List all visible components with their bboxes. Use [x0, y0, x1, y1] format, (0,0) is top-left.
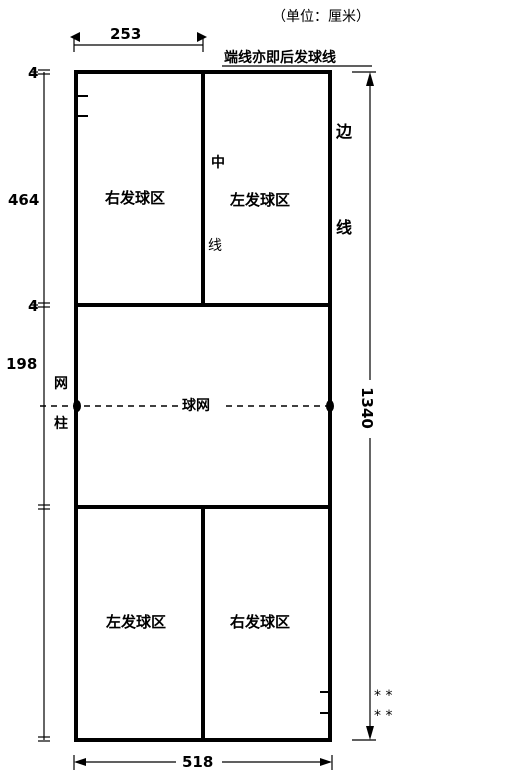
- net-post-left: [73, 400, 81, 412]
- dim-line-width-top: 4: [28, 64, 39, 82]
- net-post-label-1: 网: [54, 376, 68, 392]
- side-line-label-1: 边: [336, 122, 353, 141]
- marker-row-2: * *: [374, 708, 393, 724]
- center-line-label-1: 中: [211, 155, 225, 171]
- center-line-label-2: 线: [208, 238, 222, 254]
- zone-top-right: 左发球区: [230, 191, 291, 209]
- dim-half-width: 253: [110, 25, 142, 43]
- marker-row-1: * *: [374, 688, 393, 704]
- net-post-label-2: 柱: [54, 416, 68, 432]
- side-line-label-2: 线: [336, 218, 353, 237]
- dim-net-zone: 198: [6, 355, 38, 373]
- dim-service-depth: 464: [8, 191, 40, 209]
- net-post-right: [326, 400, 334, 412]
- zone-top-left: 右发球区: [105, 189, 166, 207]
- dim-total-length: 1340: [357, 387, 376, 429]
- end-line-label: 端线亦即后发球线: [224, 50, 336, 66]
- dim-line-width-mid: 4: [28, 297, 39, 315]
- zone-bottom-right: 右发球区: [230, 613, 291, 631]
- dim-total-width: 518: [182, 753, 214, 771]
- net-label: 球网: [182, 398, 210, 414]
- zone-bottom-left: 左发球区: [106, 613, 167, 631]
- unit-note: （单位：厘米）: [272, 9, 370, 25]
